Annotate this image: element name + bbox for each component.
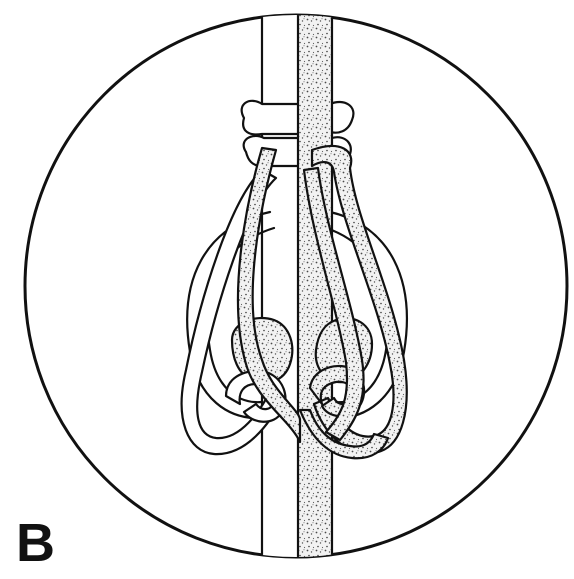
white-standing-rope xyxy=(262,0,300,574)
figure-label: B xyxy=(16,516,55,570)
collar-wrap-left xyxy=(242,101,300,135)
stippled-standing-rope xyxy=(298,0,332,574)
